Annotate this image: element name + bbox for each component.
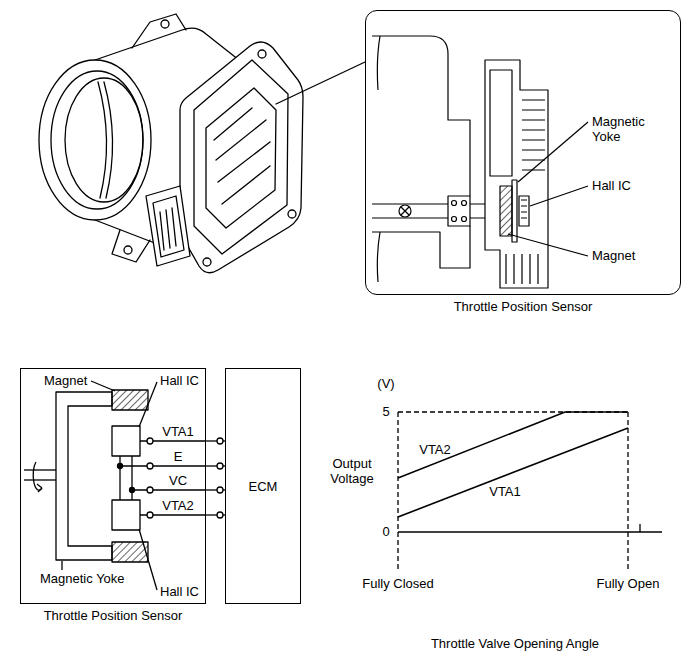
- signal-name: VTA1: [162, 424, 194, 439]
- part-label: Hall IC: [160, 373, 199, 388]
- part-label: Hall IC: [160, 584, 199, 599]
- signal-name: E: [174, 449, 183, 464]
- sensor-schematic: [24, 381, 223, 590]
- part-label: Magnet: [592, 248, 635, 263]
- part-label: Magnetic Yoke: [592, 114, 656, 144]
- box-label: ECM: [249, 479, 278, 494]
- part-label: Magnetic Yoke: [40, 571, 125, 586]
- part-label: Hall IC: [592, 178, 631, 193]
- output-voltage-chart: [398, 412, 662, 572]
- box-caption: Throttle Position Sensor: [44, 608, 183, 623]
- axis-value: Fully Open: [597, 576, 660, 591]
- part-label: Magnet: [44, 373, 87, 388]
- axis-title: Throttle Valve Opening Angle: [431, 636, 599, 651]
- axis-value: 0: [382, 524, 389, 539]
- box-caption: Throttle Position Sensor: [454, 299, 593, 314]
- axis-value: Fully Closed: [362, 576, 434, 591]
- sensor-cross-section: [372, 36, 588, 288]
- axis-value: 5: [382, 404, 389, 419]
- curve-label: VTA2: [419, 442, 451, 457]
- axis-unit: (V): [377, 376, 394, 391]
- axis-title: Output Voltage: [324, 456, 380, 486]
- signal-name: VTA2: [162, 498, 194, 513]
- curve-label: VTA1: [489, 484, 521, 499]
- throttle-body-illustration: [39, 14, 365, 273]
- signal-name: VC: [169, 473, 187, 488]
- ecm-box: ECM: [225, 368, 301, 604]
